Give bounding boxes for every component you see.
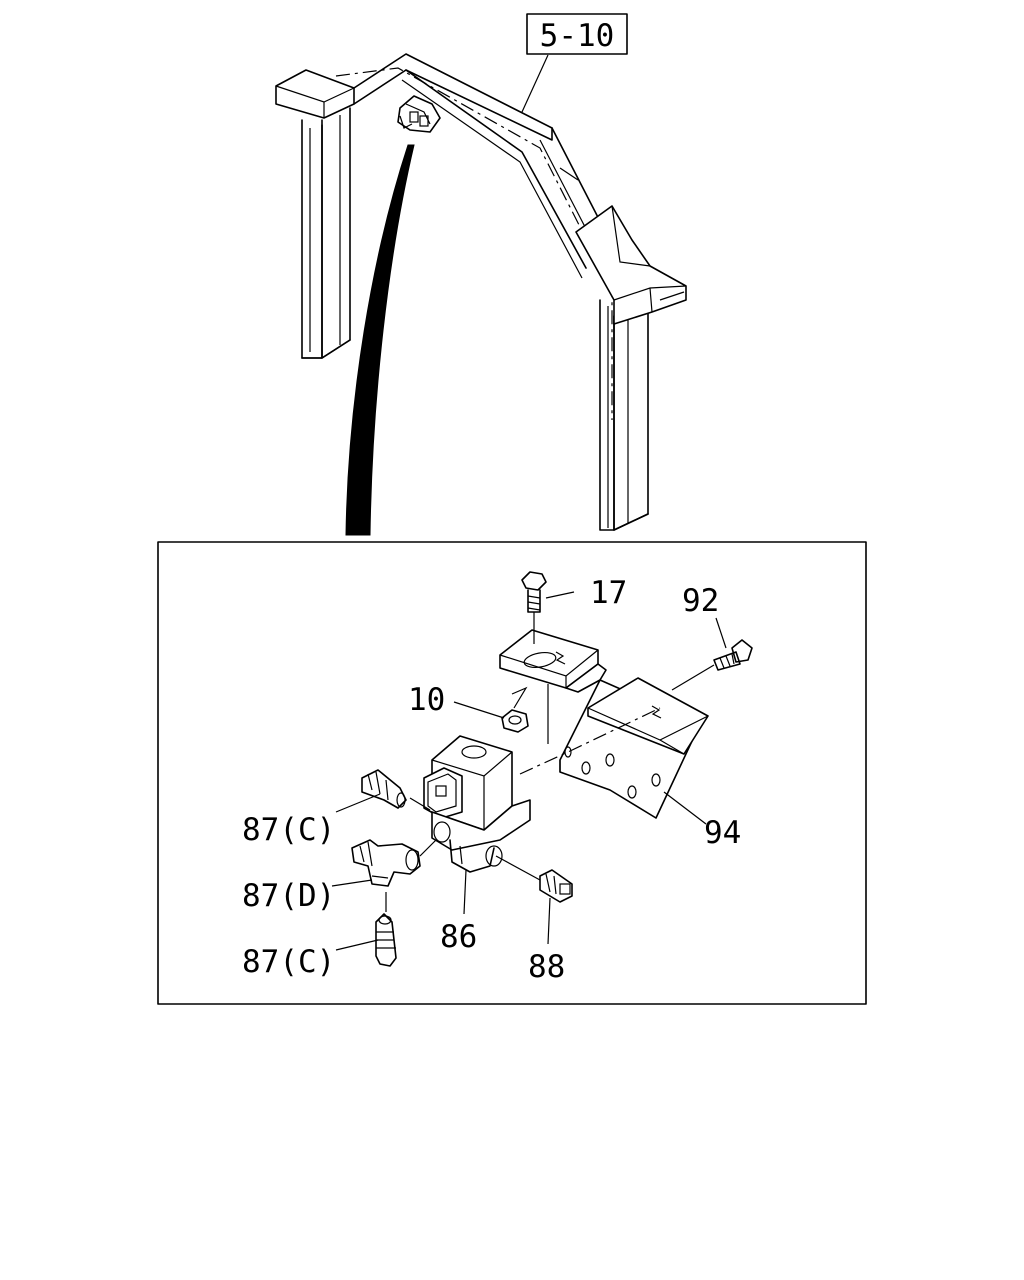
callout-86: 86 [440, 919, 477, 955]
fitting-87c-upper[interactable] [361, 769, 407, 809]
reference-label: 5-10 [540, 18, 615, 54]
callout-17: 17 [590, 575, 627, 611]
elbow-87d[interactable] [351, 839, 421, 887]
reference-tag[interactable]: 5-10 [521, 13, 628, 113]
bolt-17[interactable] [521, 571, 547, 644]
nut-10[interactable] [501, 686, 529, 733]
plug-88[interactable] [539, 869, 573, 903]
reference-leader [521, 54, 549, 113]
callout-92: 92 [682, 583, 719, 619]
detail-view-frame [157, 541, 867, 1005]
callout-87d: 87(D) [242, 878, 335, 914]
callout-87c-top: 87(C) [242, 812, 335, 848]
valve-location-marker [397, 95, 441, 133]
detail-pointer [345, 144, 415, 536]
cab-frame [275, 53, 687, 531]
callout-10: 10 [408, 682, 445, 718]
callout-94: 94 [704, 815, 741, 851]
callout-88: 88 [528, 949, 565, 985]
callout-87c-bottom: 87(C) [242, 944, 335, 980]
callouts: 17 92 10 94 87(C) 87(D) 86 87(C) 88 [242, 575, 741, 985]
bolt-92[interactable] [671, 639, 753, 691]
solenoid-valve[interactable] [423, 735, 531, 873]
mounting-bracket[interactable] [499, 629, 709, 819]
fitting-87c-lower[interactable] [375, 892, 397, 967]
